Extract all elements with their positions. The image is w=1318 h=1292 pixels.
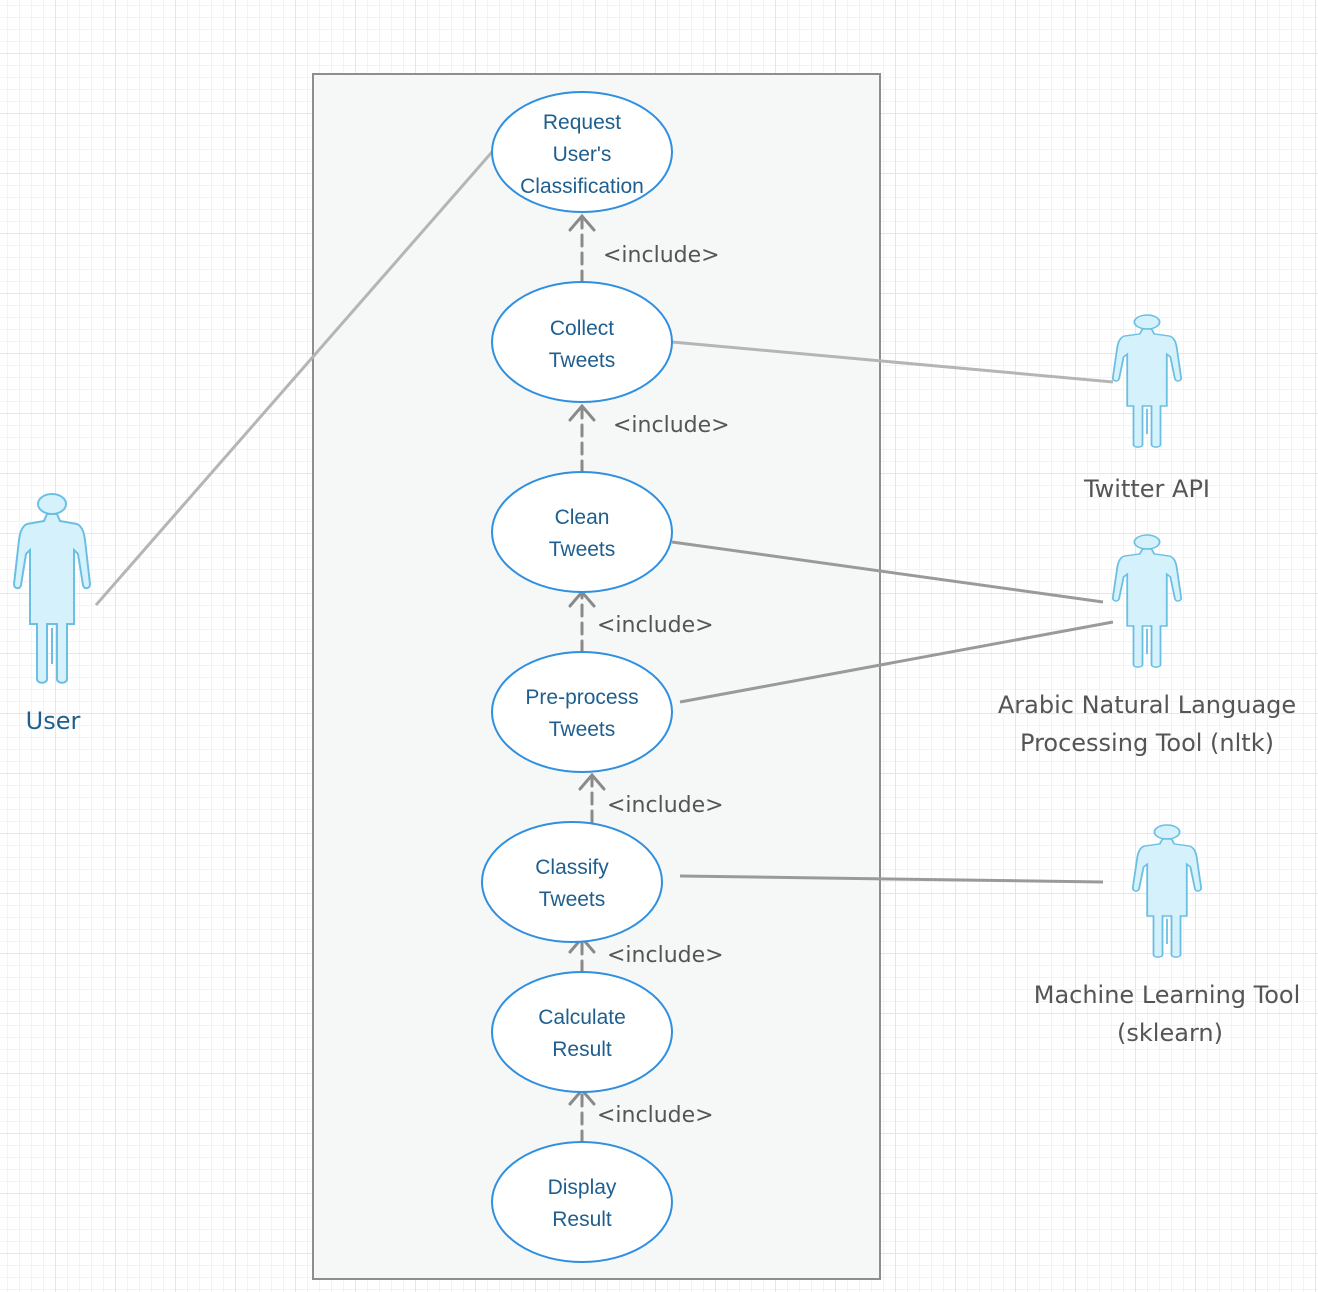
use-case-classify[interactable]: Classify Tweets (481, 821, 663, 943)
include-arrow-classify-preprocess (578, 772, 606, 824)
include-label: <include> (607, 793, 724, 818)
use-case-label: Calculate (538, 1006, 626, 1029)
stick-figure-icon (1111, 314, 1183, 449)
use-case-request[interactable]: Request User's Classification (491, 91, 673, 213)
use-case-label: Tweets (549, 538, 616, 561)
stick-figure-icon (13, 493, 91, 684)
stick-figure-icon (1111, 534, 1183, 669)
association-ml-classify (679, 874, 1104, 884)
use-case-label: Display (548, 1176, 617, 1199)
use-case-calculate[interactable]: Calculate Result (491, 971, 673, 1093)
stick-figure-icon (1131, 824, 1203, 959)
use-case-label: Tweets (549, 349, 616, 372)
actor-label: User (26, 707, 81, 735)
include-arrow-clean-collect (568, 403, 596, 474)
use-case-label: Classification (520, 175, 644, 198)
actor-label: (sklearn) (1117, 1019, 1223, 1047)
actor-twitter-api[interactable]: Twitter API (1083, 314, 1210, 503)
use-case-label: Classify (535, 856, 609, 879)
actor-ml-tool[interactable]: Machine Learning Tool (sklearn) (1034, 824, 1301, 1047)
actor-user[interactable]: User (13, 493, 91, 735)
use-case-label: Tweets (539, 888, 606, 911)
include-label: <include> (603, 243, 720, 268)
use-case-label: Result (552, 1038, 612, 1061)
use-case-label: Request (543, 111, 621, 134)
association-user-request (94, 151, 494, 606)
use-case-clean[interactable]: Clean Tweets (491, 471, 673, 593)
include-label: <include> (607, 943, 724, 968)
use-case-label: Clean (555, 506, 610, 529)
actor-label: Machine Learning Tool (1034, 981, 1301, 1009)
include-label: <include> (597, 1103, 714, 1128)
association-twitter-collect (671, 340, 1114, 384)
association-nlp-preprocess (679, 620, 1114, 704)
actor-nlp-tool[interactable]: Arabic Natural Language Processing Tool … (998, 534, 1296, 757)
use-case-label: User's (553, 143, 612, 166)
include-label: <include> (613, 413, 730, 438)
use-case-collect[interactable]: Collect Tweets (491, 281, 673, 403)
use-case-label: Result (552, 1208, 612, 1231)
use-case-display[interactable]: Display Result (491, 1141, 673, 1263)
actor-label: Processing Tool (nltk) (1020, 729, 1274, 757)
use-case-preprocess[interactable]: Pre-process Tweets (491, 651, 673, 773)
association-lines (94, 151, 1114, 884)
include-arrow-collect-request (568, 213, 596, 284)
use-case-label: Tweets (549, 718, 616, 741)
use-case-label: Pre-process (525, 686, 638, 709)
use-case-label: Collect (550, 317, 614, 340)
actor-label: Arabic Natural Language (998, 691, 1296, 719)
include-label: <include> (597, 613, 714, 638)
actor-label: Twitter API (1083, 475, 1210, 503)
association-nlp-clean (671, 540, 1104, 604)
